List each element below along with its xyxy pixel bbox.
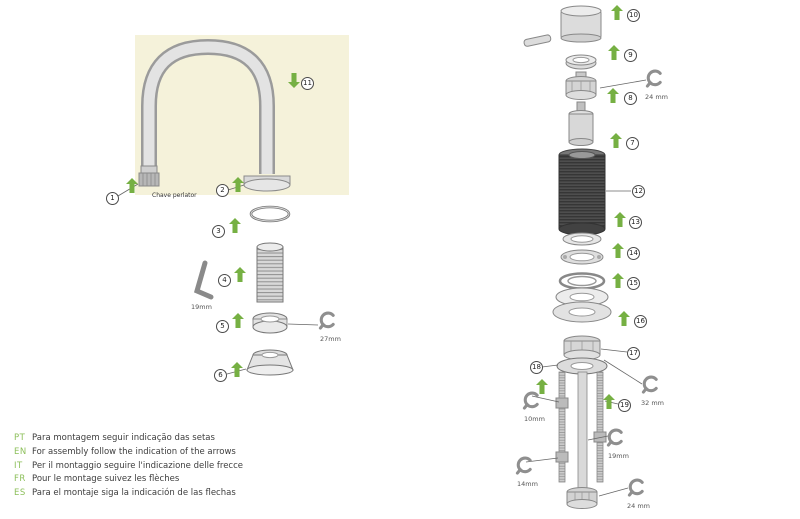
leader-line bbox=[587, 435, 609, 441]
handle-cap bbox=[560, 5, 602, 43]
o-ring bbox=[249, 205, 291, 223]
instruction-text: Pour le montage suivez les flèches bbox=[32, 474, 180, 485]
aerator-part bbox=[138, 165, 160, 187]
cartridge-nut bbox=[565, 71, 597, 100]
right-diagram bbox=[523, 5, 647, 509]
lever-pin bbox=[523, 34, 552, 47]
instruction-line-fr: FR Pour le montage suivez les flèches bbox=[14, 473, 243, 487]
instruction-text: Para montagem seguir indicação das setas bbox=[32, 433, 215, 443]
leader-line bbox=[226, 368, 247, 375]
allen-key-icon bbox=[193, 260, 214, 300]
leader-line bbox=[541, 364, 559, 368]
base-gaskets bbox=[552, 287, 612, 323]
instruction-text: Per il montaggio seguire l'indicazione d… bbox=[32, 460, 243, 471]
leader-line bbox=[525, 457, 559, 463]
bottom-nut bbox=[566, 487, 598, 509]
aerator-seat bbox=[252, 312, 288, 334]
leader-line bbox=[603, 359, 643, 385]
language-code: IT bbox=[14, 460, 23, 471]
language-code: FR bbox=[14, 474, 26, 485]
base-flange bbox=[243, 175, 291, 192]
instructions-footer: PT Para montagem seguir indicação das set… bbox=[14, 432, 243, 501]
instruction-line-es: ES Para el montaje siga la indicación de … bbox=[14, 487, 243, 501]
faucet-body-knurled bbox=[558, 148, 606, 236]
faucet-spout bbox=[141, 38, 275, 174]
threaded-rods-and-hose bbox=[555, 371, 607, 491]
language-code: ES bbox=[14, 488, 26, 499]
escutcheon-cone bbox=[246, 349, 294, 376]
leader-line bbox=[600, 348, 628, 353]
ring-with-screws bbox=[560, 249, 604, 265]
gasket-ring bbox=[558, 272, 606, 290]
instruction-line-it: IT Per il montaggio seguire l'indicazione… bbox=[14, 460, 243, 474]
leader-line bbox=[599, 79, 647, 89]
instruction-line-pt: PT Para montagem seguir indicação das set… bbox=[14, 432, 243, 446]
language-code: PT bbox=[14, 433, 26, 443]
left-diagram bbox=[117, 35, 349, 376]
instruction-line-en: EN For assembly follow the indication of … bbox=[14, 446, 243, 460]
mounting-plate bbox=[556, 357, 608, 375]
leader-line bbox=[604, 400, 619, 405]
trim-ring bbox=[565, 54, 597, 70]
instruction-text: For assembly follow the indication of th… bbox=[32, 446, 236, 457]
washer-upper bbox=[562, 232, 602, 246]
threaded-tube bbox=[256, 242, 284, 303]
leader-line bbox=[531, 395, 560, 403]
cartridge bbox=[568, 101, 594, 146]
instruction-text: Para el montaje siga la indicación de la… bbox=[32, 488, 236, 499]
language-code: EN bbox=[14, 446, 27, 457]
leader-line bbox=[598, 487, 629, 497]
leader-line bbox=[287, 323, 319, 326]
mounting-nut bbox=[563, 335, 601, 361]
